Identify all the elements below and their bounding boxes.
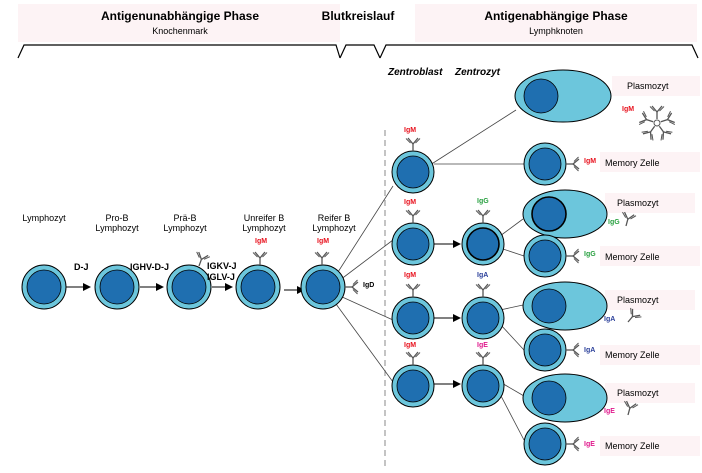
- phase-subtitle-dependent: Lymphknoten: [529, 26, 583, 36]
- zentrozyt-iga: [461, 283, 505, 340]
- label-band-memory-4: [600, 436, 700, 456]
- lymphozyt-cell: [21, 264, 67, 310]
- label-band-memory-2: [600, 246, 700, 266]
- label-reif-b-2: Lymphozyt: [312, 223, 356, 233]
- igg-label-cc: IgG: [477, 198, 489, 205]
- phase-title-circulation: Blutkreislauf: [321, 9, 395, 23]
- phase-subtitle-independent: Knochenmark: [152, 26, 208, 36]
- label-band-plasma-3: [605, 290, 695, 310]
- ige-label-memory: IgE: [584, 441, 595, 448]
- plasma-label-4: Plasmozyt: [617, 388, 659, 398]
- outcome-lines: [429, 109, 525, 441]
- iga-label-plasma: IgA: [604, 316, 616, 323]
- bracket-independent: [17, 44, 341, 59]
- plasmozyt-igm: [514, 69, 612, 123]
- label-dj: D-J: [74, 262, 89, 272]
- label-lymphozyt: Lymphozyt: [22, 213, 66, 223]
- label-band-memory-3: [600, 345, 700, 365]
- fan-lines: [335, 185, 394, 383]
- memory-label-2: Memory Zelle: [605, 252, 660, 262]
- label-vdj: IGHV-D-J: [130, 262, 170, 272]
- phase-title-dependent: Antigenabhängige Phase: [484, 9, 628, 23]
- memory-label-3: Memory Zelle: [605, 350, 660, 360]
- label-light-1: IGKV-J: [207, 261, 237, 271]
- igd-label-reif: IgD: [363, 282, 375, 289]
- plasma-label-1: Plasmozyt: [627, 81, 669, 91]
- igm-label-cb4: IgM: [404, 342, 417, 349]
- memory-label-1: Memory Zelle: [605, 158, 660, 168]
- plasmozyt-ige: [522, 373, 608, 423]
- igg-label-memory: IgG: [584, 251, 596, 258]
- memory-label-4: Memory Zelle: [605, 441, 660, 451]
- zentroblast-iga: [391, 283, 435, 340]
- prae-b-cell: [166, 250, 212, 310]
- plasma-label-2: Plasmozyt: [617, 198, 659, 208]
- bracket-circulation: [339, 44, 381, 59]
- memory-ige: [523, 422, 580, 466]
- memory-igg: [523, 234, 580, 278]
- igg-label-plasma: IgG: [608, 219, 620, 226]
- iga-label-memory: IgA: [584, 347, 596, 354]
- zentrozyt-igg: [461, 209, 505, 266]
- ige-label-plasma: IgE: [604, 408, 615, 415]
- label-prae-b-2: Lymphozyt: [163, 223, 207, 233]
- zentroblast-igm: [391, 137, 435, 194]
- label-reif-b-1: Reifer B: [317, 213, 351, 223]
- label-band-plasma-1: [612, 76, 700, 96]
- label-pro-b-1: Pro-B: [105, 213, 129, 223]
- plasma-label-3: Plasmozyt: [617, 295, 659, 305]
- label-unreif-b-1: Unreifer B: [243, 213, 285, 223]
- unreif-b-cell: [235, 251, 281, 310]
- header-band-independent: [18, 4, 340, 42]
- iga-antibody-icon: [621, 306, 643, 328]
- igg-antibody-icon: [618, 210, 637, 229]
- zentroblast-igg: [391, 209, 435, 266]
- memory-iga: [523, 328, 580, 372]
- igm-label-cb3: IgM: [404, 272, 417, 279]
- igm-label-memory: IgM: [584, 158, 597, 165]
- label-band-plasma-2: [605, 193, 695, 213]
- header-band-dependent: [415, 4, 697, 42]
- pro-b-cell: [94, 264, 140, 310]
- igm-pentamer-icon: [638, 105, 676, 142]
- igm-label-plasma: IgM: [622, 106, 635, 113]
- plasmozyt-igg: [522, 189, 608, 239]
- igm-label-unreif: IgM: [255, 238, 268, 245]
- memory-igm: [523, 142, 580, 186]
- ige-antibody-icon: [620, 399, 639, 418]
- bracket-dependent: [379, 44, 699, 59]
- label-light-2: IGLV-J: [207, 272, 235, 282]
- label-unreif-b-2: Lymphozyt: [242, 223, 286, 233]
- label-band-plasma-4: [605, 383, 695, 403]
- label-pro-b-2: Lymphozyt: [95, 223, 139, 233]
- zentroblast-ige: [391, 351, 435, 408]
- igm-label-cb1: IgM: [404, 127, 417, 134]
- zentrozyt-ige: [461, 351, 505, 408]
- label-band-memory-1: [600, 152, 700, 172]
- label-zentrozyt: Zentrozyt: [455, 67, 500, 78]
- ige-label-cc: IgE: [477, 342, 488, 349]
- label-prae-b-1: Prä-B: [173, 213, 197, 223]
- igm-label-reif: IgM: [317, 238, 330, 245]
- phase-title-independent: Antigenunabhängige Phase: [100, 9, 259, 23]
- label-zentroblast: Zentroblast: [388, 67, 443, 78]
- iga-label-cc: IgA: [477, 272, 489, 279]
- igm-label-cb2: IgM: [404, 199, 417, 206]
- reif-b-cell: [300, 251, 359, 310]
- plasmozyt-iga: [522, 281, 608, 331]
